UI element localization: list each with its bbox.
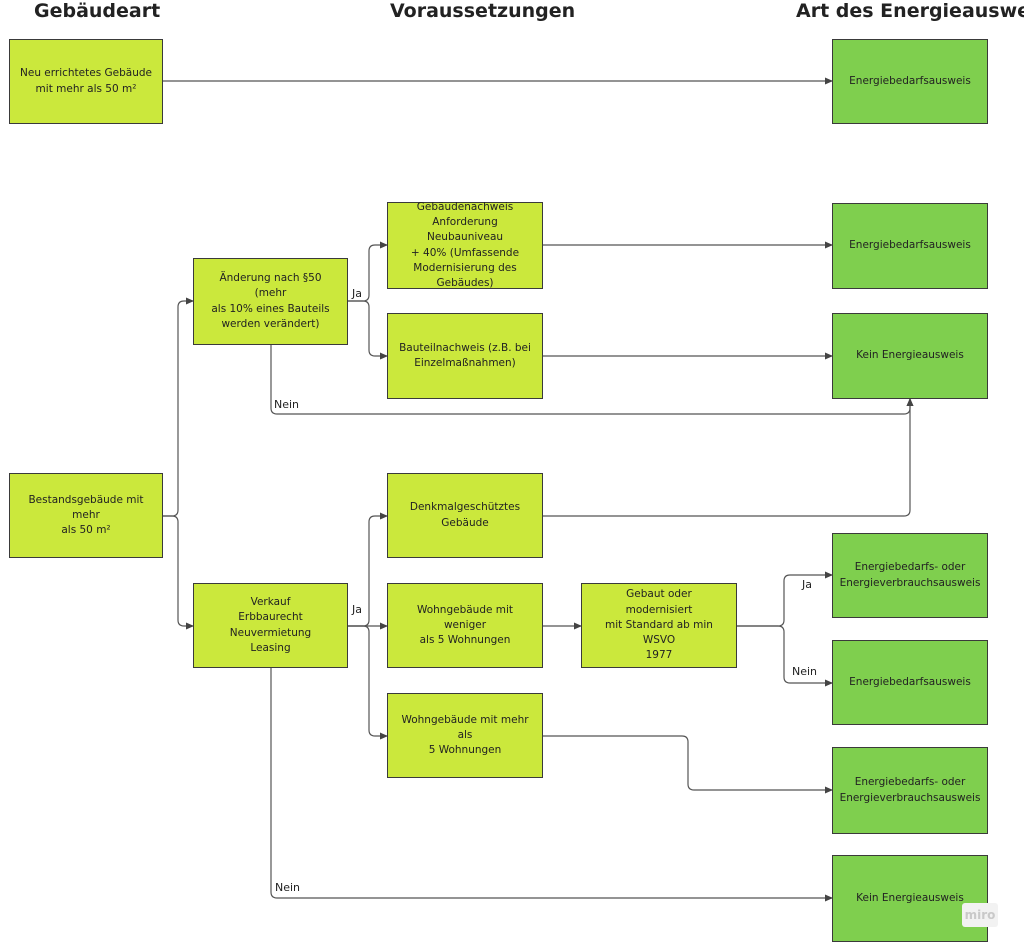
edge-aenderung-nein: [270, 345, 914, 415]
box-verkauf[interactable]: Verkauf Erbbaurecht Neuvermietung Leasin…: [193, 583, 348, 668]
label-aenderung-nein: Nein: [274, 398, 300, 411]
header-voraussetzungen: Voraussetzungen: [390, 0, 576, 22]
box-gebaut[interactable]: Gebaut oder modernisiert mit Standard ab…: [581, 583, 737, 668]
header-art-des-energieausweises: Art des Energieausweises: [796, 0, 1024, 22]
edge-aenderung-gebaeudenachweis: [348, 241, 388, 302]
box-gebaeudenachweis[interactable]: Gebäudenachweis Anforderung Neubauniveau…: [387, 201, 543, 289]
miro-logo: miro: [962, 903, 998, 927]
result-kein-energieausweis[interactable]: Kein Energieausweis: [832, 313, 988, 399]
result-wohn-mehr[interactable]: Energiebedarfs- oder Energieverbrauchsau…: [832, 747, 988, 834]
edge-wohn-mehr-result: [543, 735, 833, 794]
box-bauteilnachweis[interactable]: Bauteilnachweis (z.B. bei Einzelmaßnahme…: [387, 313, 543, 399]
edge-gebaut-nein: [737, 625, 833, 687]
result-gebaeudenachweis[interactable]: Energiebedarfsausweis: [832, 203, 988, 289]
label-verkauf-nein: Nein: [275, 881, 301, 894]
result-gebaut-nein[interactable]: Energiebedarfsausweis: [832, 640, 988, 725]
label-aenderung-ja: Ja: [352, 287, 362, 300]
edge-gebaut-ja: [737, 571, 833, 627]
box-denkmal[interactable]: Denkmalgeschütztes Gebäude: [387, 473, 543, 558]
result-gebaut-ja[interactable]: Energiebedarfs- oder Energieverbrauchsau…: [832, 533, 988, 618]
header-gebaeudeart: Gebäudeart: [34, 0, 161, 22]
edge-bestand-aenderung: [163, 297, 194, 517]
edge-denkmal-result: [543, 398, 914, 517]
box-bestand[interactable]: Bestandsgebäude mit mehr als 50 m²: [9, 473, 163, 558]
box-neubau[interactable]: Neu errichtetes Gebäude mit mehr als 50 …: [9, 39, 163, 124]
edge-aenderung-bauteilnachweis: [348, 300, 388, 360]
result-verkauf-nein[interactable]: Kein Energieausweis: [832, 855, 988, 942]
box-wohn-mehr[interactable]: Wohngebäude mit mehr als 5 Wohnungen: [387, 693, 543, 778]
label-gebaut-ja: Ja: [802, 578, 812, 591]
box-aenderung[interactable]: Änderung nach §50 (mehr als 10% eines Ba…: [193, 258, 348, 345]
label-gebaut-nein: Nein: [792, 665, 818, 678]
edge-bestand-verkauf: [163, 515, 194, 630]
box-wohn-weniger[interactable]: Wohngebäude mit weniger als 5 Wohnungen: [387, 583, 543, 668]
edge-verkauf-nein: [270, 668, 833, 902]
result-neubau[interactable]: Energiebedarfsausweis: [832, 39, 988, 124]
label-verkauf-ja: Ja: [352, 603, 362, 616]
edge-verkauf-wohn-mehr: [348, 625, 388, 740]
